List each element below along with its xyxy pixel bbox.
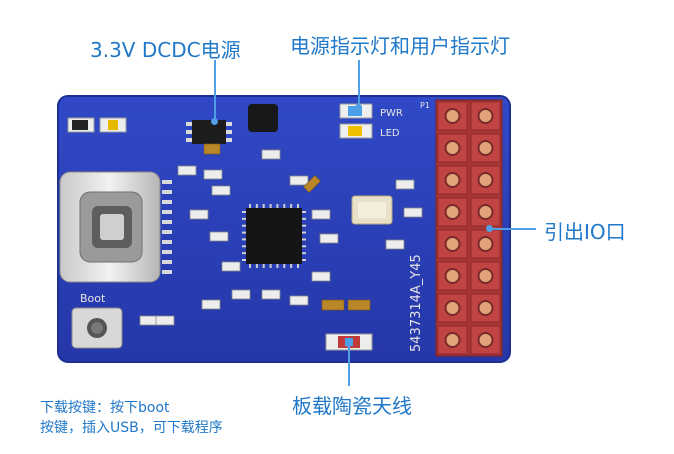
leader-dcdc xyxy=(214,60,216,122)
header-pin xyxy=(477,204,494,220)
mcu-pin xyxy=(297,264,299,268)
header-pin xyxy=(444,300,461,316)
mcu-chip xyxy=(246,208,302,264)
mcu-pin xyxy=(302,238,306,241)
mcu-pin xyxy=(302,224,306,227)
mcu-pin xyxy=(297,204,299,208)
mcu-pin xyxy=(249,264,251,268)
leader-antenna-dot xyxy=(345,340,352,347)
mcu-pin xyxy=(242,259,246,261)
label-indicator-leds: 电源指示灯和用户指示灯 xyxy=(290,34,510,58)
header-pin xyxy=(444,332,461,348)
mcu-pin xyxy=(255,204,258,208)
leader-io xyxy=(490,228,536,230)
leader-antenna xyxy=(348,346,350,386)
header-pin xyxy=(444,268,461,284)
mcu-pin xyxy=(276,204,279,208)
header-pin xyxy=(477,332,494,348)
header-pin-cell xyxy=(470,261,501,291)
mcu-pin xyxy=(290,264,293,268)
silk-boot: Boot xyxy=(80,292,106,305)
label-boot-line-2: 按键，插入USB，可下载程序 xyxy=(40,420,223,436)
silk-serial: 5437314A_Y45 xyxy=(409,254,424,352)
label-boot-line-1: 下载按键：按下boot xyxy=(40,400,170,416)
mcu-pin xyxy=(283,264,286,268)
header-pin-cell xyxy=(437,229,468,259)
mcu-pin xyxy=(262,264,265,268)
header-pin xyxy=(444,140,461,156)
leader-dcdc-dot xyxy=(211,118,218,125)
silk-pwr: PWR xyxy=(380,108,403,119)
silk-p1: P1 xyxy=(420,101,430,110)
mcu-pin xyxy=(262,204,265,208)
silk-led: LED xyxy=(380,128,400,139)
leader-indicator xyxy=(358,60,360,106)
mcu-pin xyxy=(302,245,306,248)
mcu-pin xyxy=(255,264,258,268)
inductor xyxy=(248,104,278,132)
dcdc-chip xyxy=(192,120,226,144)
mcu-pin xyxy=(242,217,246,220)
header-pin xyxy=(477,108,494,124)
mcu-pin xyxy=(242,245,246,248)
header-pin xyxy=(477,236,494,252)
mcu-pin xyxy=(242,231,246,234)
label-boot-button: 下载按键：按下boot 按键，插入USB，可下载程序 xyxy=(40,398,300,438)
mcu-pin xyxy=(302,252,306,255)
leader-io-dot xyxy=(486,225,493,232)
header-pin xyxy=(477,300,494,316)
mcu-pin xyxy=(249,204,251,208)
header-pin xyxy=(477,140,494,156)
mcu-pin xyxy=(269,204,272,208)
header-pin xyxy=(444,204,461,220)
header-pin xyxy=(477,268,494,284)
header-pin xyxy=(444,172,461,188)
mcu-pin xyxy=(302,217,306,220)
mcu-pin xyxy=(242,211,246,213)
label-dcdc-power: 3.3V DCDC电源 xyxy=(90,38,241,62)
label-ceramic-antenna: 板载陶瓷天线 xyxy=(292,394,412,418)
leader-indicator-dot xyxy=(355,104,362,111)
mcu-pin xyxy=(242,224,246,227)
mcu-pin xyxy=(302,259,306,261)
mcu-pin xyxy=(242,238,246,241)
mcu-pin xyxy=(283,204,286,208)
label-io-pins: 引出IO口 xyxy=(544,220,626,244)
mcu-pin xyxy=(276,264,279,268)
mcu-pin xyxy=(269,264,272,268)
mcu-pin xyxy=(302,211,306,213)
header-pin xyxy=(444,108,461,124)
mcu-pin xyxy=(290,204,293,208)
mcu-pin xyxy=(242,252,246,255)
header-pin xyxy=(444,236,461,252)
header-pin xyxy=(477,172,494,188)
mcu-pin xyxy=(302,231,306,234)
